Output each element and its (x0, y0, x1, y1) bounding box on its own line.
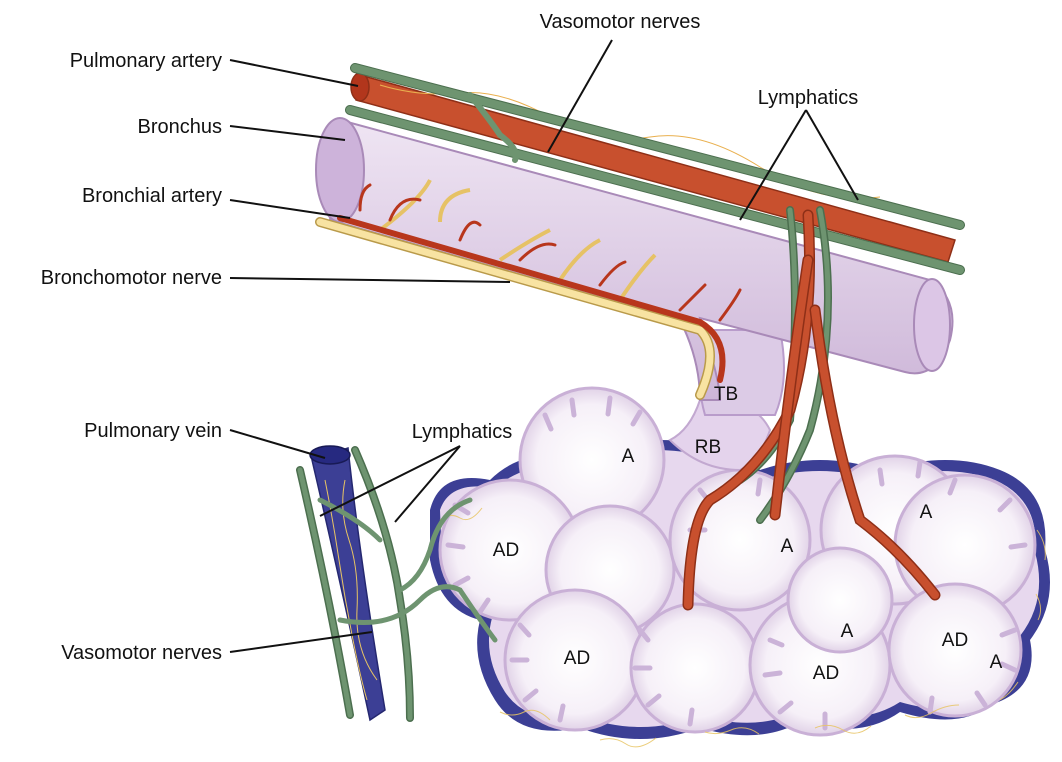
label-pulmonary-vein: Pulmonary vein (84, 420, 222, 442)
lymphatics-lower (296, 446, 498, 722)
abbreviation-labels: TB RB A A A A A AD AD AD AD (493, 384, 1003, 684)
label-a: A (841, 621, 854, 642)
leader-pulmonary-vein (229, 429, 326, 459)
label-bronchus: Bronchus (138, 116, 223, 138)
leader-bronchial-artery (229, 199, 351, 219)
label-a: A (781, 536, 794, 557)
bronchomotor-nerve (315, 179, 715, 400)
label-lymphatics-top: Lymphatics (758, 87, 858, 109)
label-ad: AD (942, 630, 968, 651)
label-a: A (990, 652, 1003, 673)
leader-pulmonary-artery (229, 59, 359, 87)
label-a: A (920, 502, 933, 523)
capillary-network (439, 507, 1046, 748)
leader-vasomotor-nerves-top (547, 39, 613, 153)
label-pulmonary-artery: Pulmonary artery (70, 50, 222, 72)
bronchial-artery (337, 183, 742, 383)
respiratory-bronchiole (668, 398, 772, 472)
label-lymphatics-left: Lymphatics (412, 421, 512, 443)
pulmonary-artery-branches (682, 209, 941, 611)
label-bronchomotor-nerve: Bronchomotor nerve (41, 267, 222, 289)
label-vasomotor-nerves-bottom: Vasomotor nerves (61, 642, 222, 664)
alveoli (438, 386, 1037, 737)
labels: Pulmonary artery Bronchus Bronchial arte… (41, 11, 858, 664)
leader-bronchomotor-nerve (229, 277, 511, 283)
leader-lymphatics-left-b (394, 445, 461, 523)
label-ad: AD (813, 663, 839, 684)
label-vasomotor-nerves-top: Vasomotor nerves (540, 11, 701, 33)
label-rb: RB (695, 437, 721, 458)
pulmonary-vein (309, 445, 386, 722)
leader-vasomotor-nerves-bottom (229, 631, 373, 653)
leader-bronchus (229, 125, 346, 141)
leader-lines (229, 39, 859, 653)
label-ad: AD (564, 648, 590, 669)
alveolar-cluster (430, 329, 1050, 748)
leader-lymphatics-top-b (805, 109, 859, 201)
vasomotor-nerves-upper (345, 63, 965, 275)
leader-lymphatics-left-a (319, 445, 461, 517)
label-bronchial-artery: Bronchial artery (82, 185, 222, 207)
label-tb: TB (714, 384, 738, 405)
bronchus-opening (315, 117, 365, 223)
leader-lymphatics-top-a (739, 109, 807, 221)
label-ad: AD (493, 540, 519, 561)
label-a: A (622, 446, 635, 467)
